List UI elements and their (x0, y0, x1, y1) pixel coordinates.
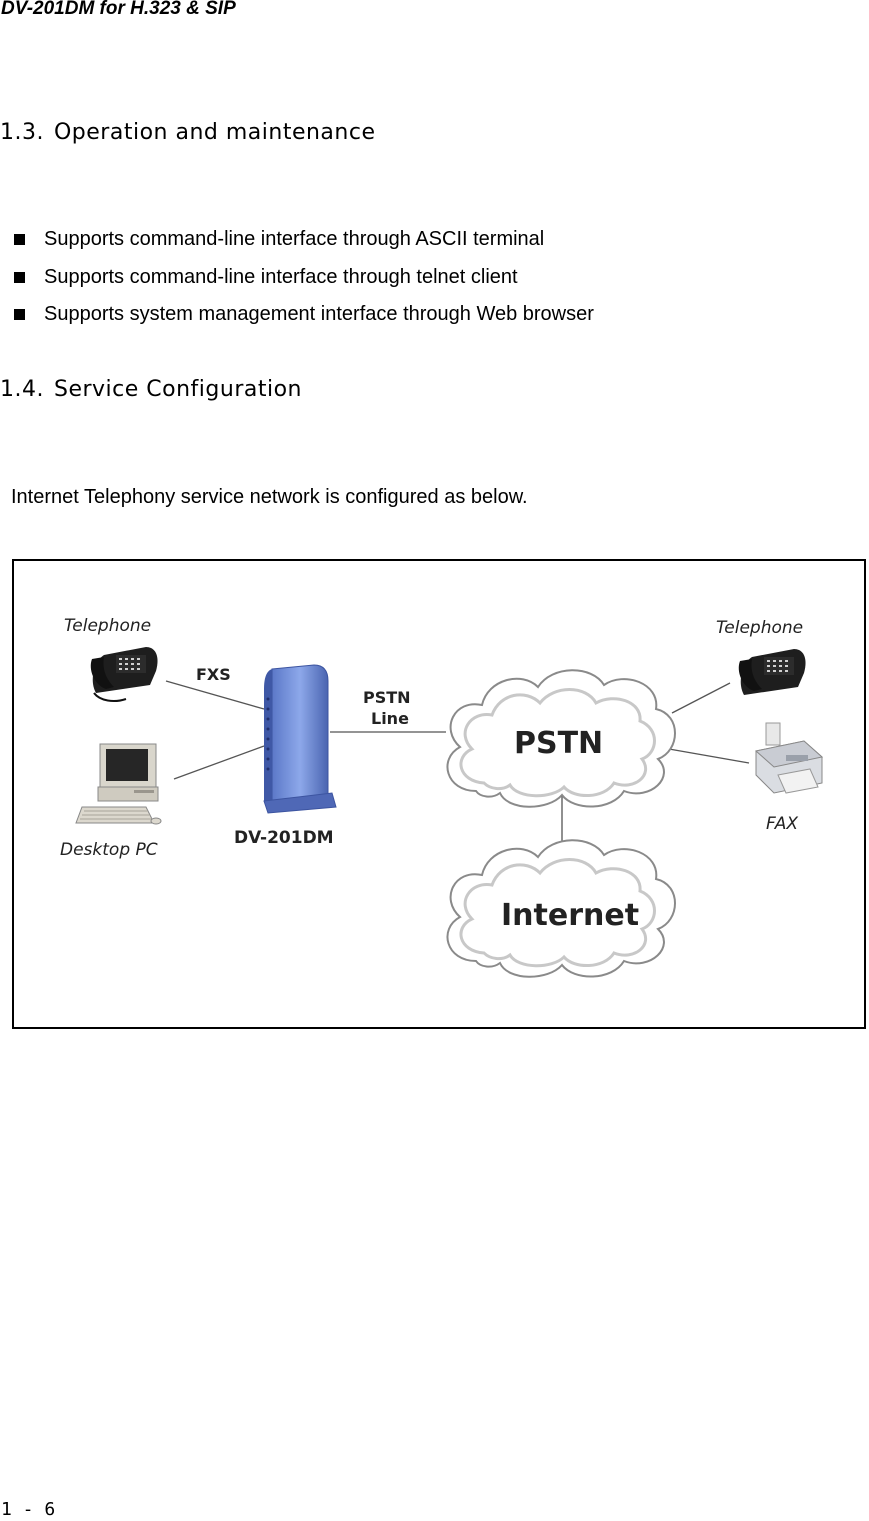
list-item-text: Supports command-line interface through … (44, 265, 518, 288)
telephone-label: Telephone (716, 618, 803, 638)
device-label: DV-201DM (234, 828, 334, 848)
desktop-pc-icon (75, 743, 162, 825)
desktop-pc-label: Desktop PC (60, 840, 158, 860)
pstn-telephone-link (671, 682, 731, 714)
list-item-text: Supports system management interface thr… (44, 303, 594, 325)
telephone-label: Telephone (64, 616, 151, 636)
pc-device-link (173, 745, 265, 780)
pstn-line-label: PSTN (363, 688, 411, 707)
fxs-label: FXS (196, 665, 231, 684)
section-heading-operation: 1.3. Operation and maintenance (0, 120, 375, 146)
square-bullet-icon (14, 234, 25, 245)
dv-201dm-device-icon (263, 664, 337, 814)
section-heading-service-configuration: 1.4. Service Configuration (0, 377, 302, 403)
pstn-fax-link (668, 748, 750, 764)
network-diagram-svg: Telephone Telephone FXS PSTN Line Deskto… (60, 616, 824, 978)
intro-paragraph: Internet Telephony service network is co… (11, 486, 528, 508)
fxs-telephone-link (165, 680, 265, 710)
network-diagram: Telephone Telephone FXS PSTN Line Deskto… (12, 559, 866, 1029)
internet-cloud-label: Internet (501, 898, 639, 933)
square-bullet-icon (14, 271, 25, 283)
list-item-text: Supports command-line interface through … (44, 228, 545, 250)
pstn-line-label: Line (371, 709, 409, 728)
internet-cloud-icon (446, 839, 676, 978)
telephone-icon (90, 647, 158, 702)
section-title: Operation and maintenance (53, 120, 376, 145)
pstn-cloud-label: PSTN (514, 726, 603, 761)
square-bullet-icon (14, 309, 25, 320)
page-number: 1 - 6 (1, 1499, 56, 1520)
telephone-icon (738, 649, 806, 695)
document-header: DV-201DM for H.323 & SIP (1, 0, 236, 19)
fax-label: FAX (766, 814, 798, 834)
fax-machine-icon (754, 722, 824, 794)
section-number: 1.4. (0, 377, 44, 402)
section-number: 1.3. (0, 120, 44, 145)
pstn-cloud-icon (446, 669, 676, 808)
section-title: Service Configuration (53, 377, 302, 402)
